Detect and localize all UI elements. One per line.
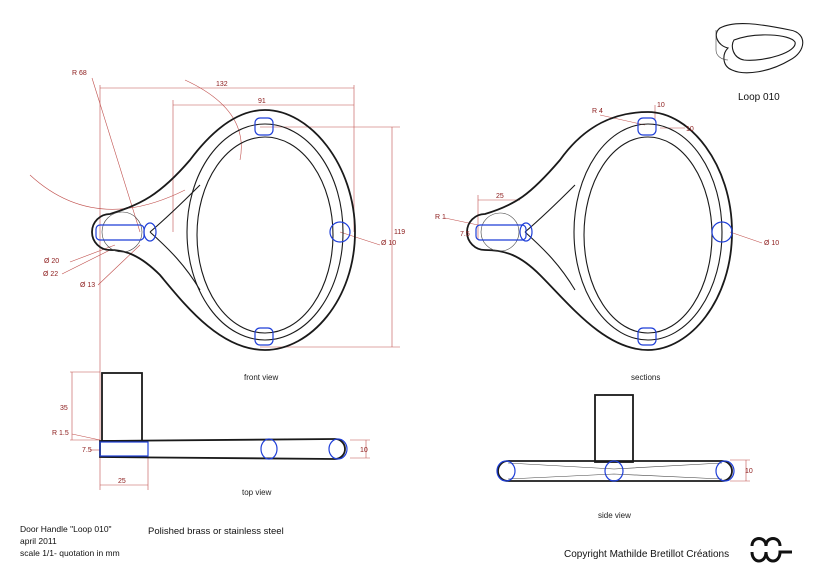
leader-d22 [61,249,111,275]
top-section-hub [99,441,149,457]
leader-r68 [91,77,141,233]
front-section-right [329,221,351,243]
top-stem [101,372,143,442]
leader-d13 [97,244,141,286]
sections-drawing: R 4 10 10 25 R 1 7.5 Ø 10 sections [435,102,779,382]
dim-t35: 35 [60,405,68,412]
dim-r15: R 1.5 [52,430,69,437]
leader-d10b [729,231,763,244]
sections-section-right [711,221,733,243]
product-name: Loop 010 [738,92,780,103]
front-outer-outline [91,109,356,351]
dim-s10b: 10 [686,126,694,133]
sections-ring-inner [583,136,713,334]
logo-m-mark [750,537,782,547]
sections-hub-circle [480,212,520,252]
front-ring-inner [196,136,334,334]
copyright-line: Copyright Mathilde Bretillot Créations [564,549,730,560]
title-line: Door Handle "Loop 010" [20,524,112,534]
front-section-hub [95,224,145,241]
date-line: april 2011 [20,536,57,546]
dim-132: 132 [216,81,228,88]
logo-w-mark [750,550,792,563]
front-view-drawing: R 68 132 91 119 Ø 10 Ø 20 Ø 22 Ø 13 fron… [29,70,405,490]
dim-t75: 7.5 [82,447,92,454]
dim-d10b: Ø 10 [764,240,779,247]
front-neck-inner [149,184,201,291]
construction-arc-r68b [184,79,242,161]
label-side-view: side view [598,511,631,520]
leader-r15 [71,433,101,441]
top-view-drawing: 35 R 1.5 7.5 10 25 top view [52,371,370,497]
dim-d22: Ø 22 [43,271,58,278]
side-section-left [496,460,516,482]
dim-119: 119 [394,229,405,236]
side-lever-taper [507,462,723,480]
dim-d20: Ø 20 [44,258,59,265]
dim-r4: R 4 [592,108,603,115]
dim-s75: 7.5 [460,231,470,238]
front-ring-mid [186,123,344,341]
thumbnail-hub [715,30,729,61]
front-section-neck [143,222,157,242]
dim-s10a: 10 [657,102,665,109]
top-section-end [328,438,348,460]
label-top-view: top view [242,488,272,497]
label-sections: sections [631,373,660,382]
scale-line: scale 1/1- quotation in mm [20,548,120,558]
sections-section-hub [475,224,527,241]
brand-logo [750,537,792,563]
leader-r1 [444,217,479,226]
label-front-view: front view [244,373,278,382]
side-stem [594,394,634,463]
side-section-right [715,460,735,482]
construction-arc-r68 [29,174,186,210]
dim-r68: R 68 [72,70,87,77]
product-thumbnail [715,23,804,74]
dim-d10: Ø 10 [381,240,396,247]
front-section-top [254,117,274,136]
dim-t10: 10 [360,447,368,454]
dim-91: 91 [258,98,266,105]
sections-outer-outline [466,111,733,351]
dim-s25: 25 [496,193,504,200]
dim-r1: R 1 [435,214,446,221]
leader-d10 [339,231,381,246]
front-section-bottom [254,327,274,346]
sections-section-bottom [637,327,657,346]
sections-ring-mid [573,123,723,341]
sections-section-neck [519,222,533,242]
thumbnail-inner [731,34,796,61]
side-section-mid [604,460,624,482]
dim-t25: 25 [118,478,126,485]
thumbnail-outline [715,23,804,74]
top-section-mid [260,438,278,460]
leader-d20 [69,244,116,263]
dim-sv10: 10 [745,468,753,475]
front-hub-circle [101,211,143,253]
side-view-drawing: 10 side view [496,394,753,520]
sections-neck-inner [524,184,576,291]
dim-d13: Ø 13 [80,282,95,289]
material-line: Polished brass or stainless steel [148,526,284,537]
sections-section-top [637,117,657,136]
